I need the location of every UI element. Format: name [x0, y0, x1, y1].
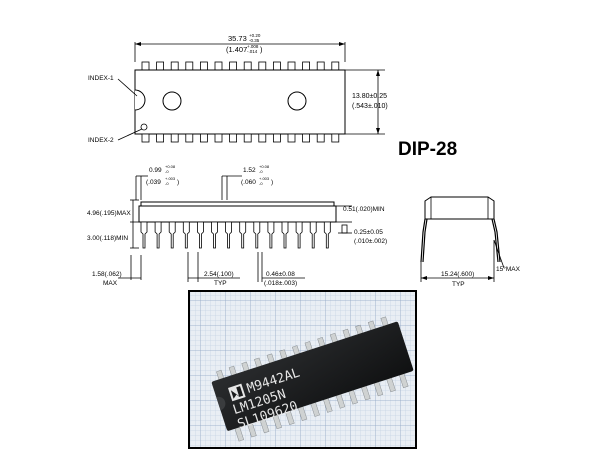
top-pin: [156, 133, 165, 143]
end-pin-mm-tol-dn: -0: [259, 169, 263, 174]
end-max: 1.58(.062): [92, 271, 122, 278]
package-title: DIP-28: [398, 139, 457, 160]
top-pin: [229, 61, 238, 71]
side-pin: [253, 221, 261, 249]
top-pin: [214, 61, 223, 71]
top-pin: [170, 61, 179, 71]
pitch-label: TYP: [214, 280, 227, 287]
end-pin-inch-tol-up: +.003: [259, 176, 270, 181]
side-pin: [281, 221, 289, 249]
length-mm-tol-dn: -0.35: [249, 38, 260, 43]
top-pin: [156, 61, 165, 71]
side-pin: [140, 221, 148, 249]
length-inch: (1.407: [226, 45, 247, 54]
pitch-value: 2.54(.100): [204, 271, 234, 278]
top-pin: [185, 61, 194, 71]
top-pin: [302, 133, 311, 143]
top-pin: [316, 61, 325, 71]
photo-pins-bottom: [234, 372, 409, 442]
top-pin: [243, 61, 252, 71]
side-pin: [197, 221, 204, 249]
top-pins-upper: [141, 61, 340, 71]
length-inch-tol-dn: -.014: [247, 49, 258, 54]
pin-width-inch: (.039: [146, 179, 161, 186]
end-pin-mm: 1.52: [243, 167, 256, 174]
top-pin: [229, 133, 238, 143]
index2-dot: [140, 123, 148, 131]
side-pin: [309, 221, 317, 249]
length-inch-close: ): [260, 45, 263, 54]
top-pin: [185, 133, 194, 143]
top-pin: [287, 133, 296, 143]
manufacturer-logo: [227, 383, 246, 402]
side-pin: [295, 221, 303, 249]
length-inch-tol-up: +.008: [247, 44, 259, 49]
side-pin: [211, 221, 218, 249]
lead-thickness-mm: 0.25±0.05: [354, 229, 383, 236]
length-mm: 35.73: [228, 34, 247, 43]
top-pin: [302, 61, 311, 71]
top-pin: [199, 61, 208, 71]
pin-width-inch-tol-up: +.003: [165, 176, 176, 181]
side-pin: [323, 221, 331, 249]
side-pins: [140, 221, 331, 249]
top-pin: [214, 133, 223, 143]
end-max-label: MAX: [103, 280, 118, 287]
side-pin: [225, 221, 232, 249]
top-pin: [243, 133, 252, 143]
side-pin: [154, 221, 162, 249]
top-pin: [141, 133, 150, 143]
index-notch: [134, 89, 146, 111]
chip-body-photo: [211, 321, 414, 431]
top-pin: [258, 61, 267, 71]
lead-width-mm: 0.46±0.08: [266, 271, 295, 278]
top-view: 35.73 +0.20 -0.35 (1.407 +.008 -.014 ) I…: [88, 33, 388, 144]
top-pin: [287, 61, 296, 71]
end-pin-mm-tol-up: +0.08: [259, 164, 270, 169]
top-pin: [199, 133, 208, 143]
side-pin: [168, 221, 176, 249]
index2-label: INDEX-2: [88, 137, 114, 144]
side-pin: [267, 221, 275, 249]
seat-min: 3.00(.118)MIN: [87, 235, 128, 242]
width-mm: 13.80±0.25: [352, 93, 387, 100]
chip-photo: M9442AL LM1205N SL109620: [188, 290, 417, 449]
top-pin: [258, 133, 267, 143]
top-pin: [316, 133, 325, 143]
width-inch: (.543±.010): [352, 103, 388, 110]
side-pin: [239, 221, 247, 249]
side-view: 0.99 +0.08 -0 (.039 +.003 -0 ) 1.52 +0.0…: [87, 164, 387, 287]
end-pin-inch-tol-dn: -0: [259, 181, 263, 186]
top-pins-lower: [141, 133, 340, 143]
ejector-mark-right: [287, 91, 307, 111]
end-view: 15.24(.600) TYP 15°MAX: [420, 196, 521, 288]
lead-width-inch: (.018±.003): [264, 280, 297, 287]
standoff-min: 0.51(.020)MIN: [343, 206, 385, 213]
top-pin: [272, 133, 281, 143]
pin-width-mm-tol-up: +0.08: [165, 164, 176, 169]
top-pin: [272, 61, 281, 71]
pin-width-mm: 0.99: [149, 167, 162, 174]
top-pin: [331, 133, 340, 143]
lead-angle: 15°MAX: [496, 265, 521, 273]
pin-width-mm-tol-dn: -0: [165, 169, 169, 174]
chip-body-side-view: [138, 205, 337, 223]
end-pin-inch-close: ): [271, 179, 273, 186]
top-pin: [331, 61, 340, 71]
top-pin: [141, 61, 150, 71]
pin-width-inch-tol-dn: -0: [165, 181, 169, 186]
end-pin-inch: (.060: [241, 179, 256, 186]
row-spacing-value: 15.24(.600): [441, 271, 474, 278]
ejector-mark-left: [162, 91, 182, 111]
side-pin: [182, 221, 190, 249]
top-pin: [170, 133, 179, 143]
lead-thickness-inch: (.010±.002): [354, 238, 387, 245]
row-spacing-label: TYP: [452, 281, 465, 288]
height-max: 4.96(.195)MAX: [87, 210, 131, 217]
chip-body-end-view: [424, 196, 495, 220]
index1-label: INDEX-1: [88, 75, 114, 82]
pin-width-inch-close: ): [177, 179, 179, 186]
length-mm-tol-up: +0.20: [249, 33, 261, 38]
